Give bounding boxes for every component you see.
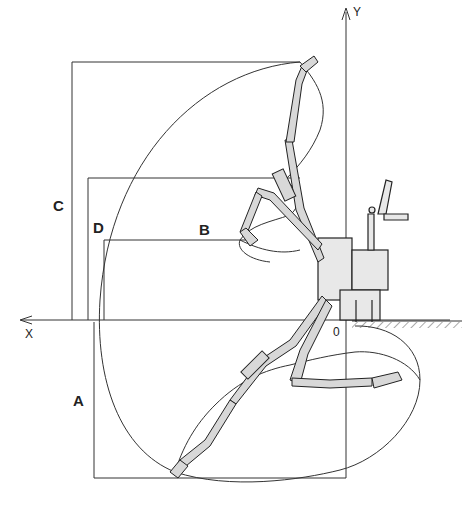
arm-upper-pose [240,56,324,262]
axis-label: Y [352,6,362,18]
dimension-label: A [72,393,85,408]
origin-label: 0 [332,326,341,338]
axes [20,8,450,478]
dimension-label: B [198,222,211,237]
machine [318,180,408,322]
axis-label: X [24,328,34,340]
dimension-lines [72,62,346,478]
dimension-label: D [92,220,105,235]
arm-lower-pose [170,296,402,478]
dimension-label: C [52,198,65,213]
reach-envelope [99,62,420,482]
